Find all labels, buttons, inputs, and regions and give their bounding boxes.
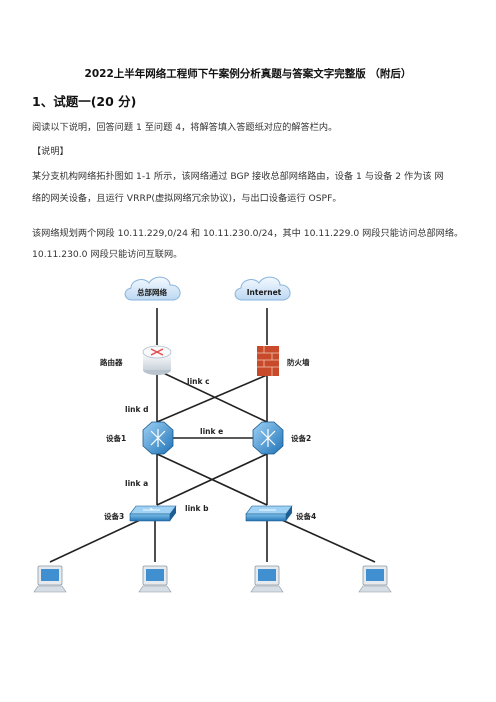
- router-label: 路由器: [100, 357, 123, 367]
- access-switch-icon: [245, 505, 293, 522]
- access-switch-icon: [129, 505, 177, 522]
- link-lines: [49, 308, 376, 563]
- network-topology-diagram: 总部网络 Internet 路由器 防火墙 link c link d: [33, 276, 392, 593]
- intro-text: 阅读以下说明，回答问题 1 至问题 4，将解答填入答题纸对应的解答栏内。: [32, 122, 338, 133]
- cloud-hq-label: 总部网络: [137, 287, 167, 297]
- section-heading: 1、试题一(20 分): [32, 94, 137, 109]
- cloud-internet-label: Internet: [247, 288, 282, 297]
- core-switch-icon: [142, 421, 174, 455]
- description-line-3: 该网络规划两个网段 10.11.229,0/24 和 10.11.230.0/2…: [32, 228, 464, 239]
- description-line-2: 络的网关设备，且运行 VRRP(虚拟网络冗余协议)，与出口设备运行 OSPF。: [32, 193, 342, 204]
- cloud-icon: Internet: [234, 276, 291, 301]
- device4-label: 设备4: [296, 511, 316, 521]
- pc-icon: [138, 565, 172, 593]
- description-line-4: 10.11.230.0 网段只能访问互联网。: [32, 249, 183, 260]
- link-d-label: link d: [125, 405, 148, 414]
- pc-icon: [33, 565, 67, 593]
- link-e-label: link e: [200, 427, 223, 436]
- router-icon: [142, 345, 172, 375]
- pc-icon: [250, 565, 284, 593]
- firewall-icon: [257, 346, 279, 376]
- pc-icon: [358, 565, 392, 593]
- description-line-1: 某分支机构网络拓扑图如 1-1 所示，该网络通过 BGP 接收总部网络路由，设备…: [32, 171, 444, 182]
- link-b-label: link b: [185, 504, 209, 513]
- note-label: 【说明】: [32, 146, 69, 157]
- firewall-label: 防火墙: [287, 357, 310, 367]
- device3-label: 设备3: [104, 511, 124, 521]
- link-a-label: link a: [125, 479, 148, 488]
- device1-label: 设备1: [106, 433, 126, 443]
- link-c-label: link c: [187, 377, 210, 386]
- core-switch-icon: [252, 421, 284, 455]
- device2-label: 设备2: [291, 433, 311, 443]
- document-title: 2022上半年网络工程师下午案例分析真题与答案文字完整版 （附后）: [84, 68, 412, 80]
- cloud-icon: 总部网络: [124, 276, 181, 301]
